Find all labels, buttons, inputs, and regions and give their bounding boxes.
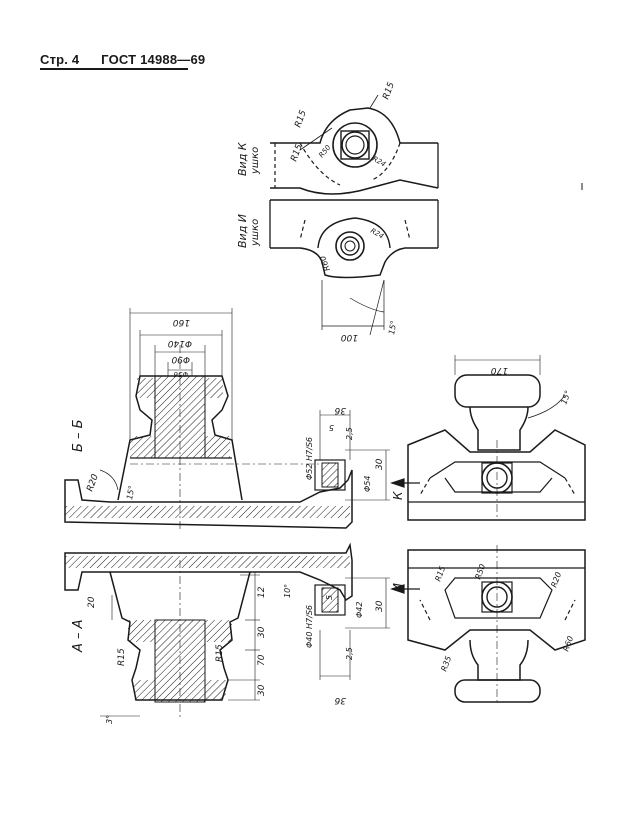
dim-r60a: R60 — [318, 255, 332, 273]
dim-d56: Φ56 — [173, 370, 188, 378]
view-i-title: Вид И — [236, 214, 249, 248]
view-k-drawing — [270, 94, 439, 195]
header-rule — [40, 68, 188, 70]
dim-r15b: R15 — [381, 81, 397, 101]
dim-r20b: R20 — [549, 571, 563, 589]
view-k-title: Вид К — [236, 141, 249, 176]
dim-a3: 3° — [105, 715, 114, 724]
dim-d140: Φ140 — [167, 338, 192, 348]
dim-a15c: 15° — [387, 320, 398, 336]
dim-d36b: 36 — [334, 695, 346, 705]
page-number: Стр. 4 — [40, 52, 80, 67]
dim-d90: Φ90 — [171, 354, 190, 364]
dim-d36a: 36 — [334, 405, 346, 415]
dim-r15d: R15 — [117, 648, 127, 666]
dim-d160: 160 — [173, 317, 190, 327]
dim-r15a: R15 — [293, 109, 309, 129]
right-bottom-view — [407, 545, 586, 705]
view-i-sub: ушко — [250, 219, 261, 247]
view-i-drawing — [269, 199, 439, 336]
dim-d30d: 30 — [375, 600, 385, 612]
dim-d30b: 30 — [257, 626, 267, 638]
standard-number: ГОСТ 14988—69 — [101, 52, 206, 67]
dim-r15c: R15 — [289, 143, 305, 163]
dim-d5b: 5 — [325, 595, 334, 600]
section-aa-title: А – А — [71, 619, 86, 653]
section-i-mark: И — [391, 583, 405, 592]
dim-a15a: 15° — [125, 485, 136, 501]
section-k-mark: К — [391, 491, 405, 500]
dim-d100: 100 — [341, 332, 358, 342]
dim-r24a: R24 — [371, 155, 387, 169]
dim-d42: Φ42 — [355, 602, 364, 618]
dim-d30a: 30 — [375, 458, 385, 470]
dim-a10: 10° — [283, 584, 292, 598]
dim-d52: Φ52 H7/S6 — [305, 437, 314, 480]
dim-r50a: R50 — [317, 143, 332, 159]
dim-d30c: 30 — [257, 684, 267, 696]
dim-a15b: 15° — [559, 389, 572, 405]
dim-d25a: 2,5 — [345, 427, 354, 440]
dim-d25b: 2,5 — [345, 647, 354, 660]
dim-d5a: 5 — [329, 423, 334, 432]
right-top-view — [407, 355, 586, 521]
dim-d40: Φ40 H7/S6 — [305, 605, 314, 648]
dim-r20a: R20 — [85, 473, 101, 493]
dim-d54: Φ54 — [363, 476, 372, 492]
dim-d170: 170 — [491, 365, 508, 375]
dim-d12: 12 — [257, 586, 267, 598]
dim-r35: R35 — [439, 655, 453, 673]
section-bb-drawing — [64, 308, 420, 530]
section-bb-title: Б – Б — [71, 419, 86, 452]
dim-r15e: R15 — [215, 644, 225, 662]
dim-d70: 70 — [257, 654, 267, 666]
view-k-sub: ушко — [250, 147, 261, 175]
dim-d20: 20 — [87, 596, 97, 608]
section-aa-drawing — [64, 542, 420, 720]
page-header: Стр. 4 ГОСТ 14988—69 — [40, 52, 206, 70]
